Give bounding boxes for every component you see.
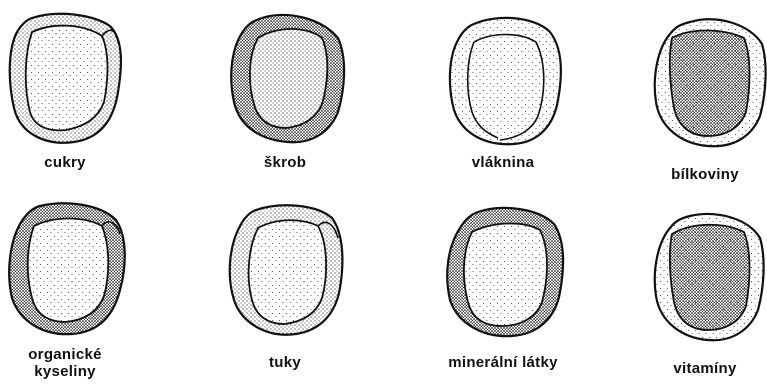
grain-bilkoviny: bílkoviny [650, 14, 767, 154]
grain-cukry: cukry [2, 8, 152, 148]
grain-skrob: škrob [222, 8, 372, 148]
grain-mineralni-latky-illustration [440, 204, 570, 344]
grain-label: vitamíny [630, 360, 767, 377]
grain-label: vláknina [428, 154, 578, 171]
grain-organicke-kyseliny-illustration [4, 200, 134, 340]
grain-label: organické kyseliny [0, 346, 140, 380]
grain-vitaminy: vitamíny [652, 210, 767, 346]
grain-organicke-kyseliny: organické kyseliny [4, 200, 154, 340]
grain-mineralni-latky: minerální látky [440, 204, 590, 344]
grain-tuky: tuky [222, 200, 372, 340]
grain-label: tuky [210, 354, 360, 371]
grain-skrob-illustration [222, 8, 352, 148]
grain-label: minerální látky [428, 354, 578, 371]
grain-vlaknina: vláknina [440, 12, 590, 152]
grain-vlaknina-illustration [440, 12, 570, 152]
grain-label: cukry [0, 154, 140, 171]
grain-vitaminy-illustration [652, 210, 767, 346]
grain-bilkoviny-illustration [650, 14, 767, 154]
grain-cukry-illustration [2, 8, 132, 148]
grain-label: škrob [210, 154, 360, 171]
grain-label: bílkoviny [630, 166, 767, 183]
grain-tuky-illustration [222, 200, 352, 340]
